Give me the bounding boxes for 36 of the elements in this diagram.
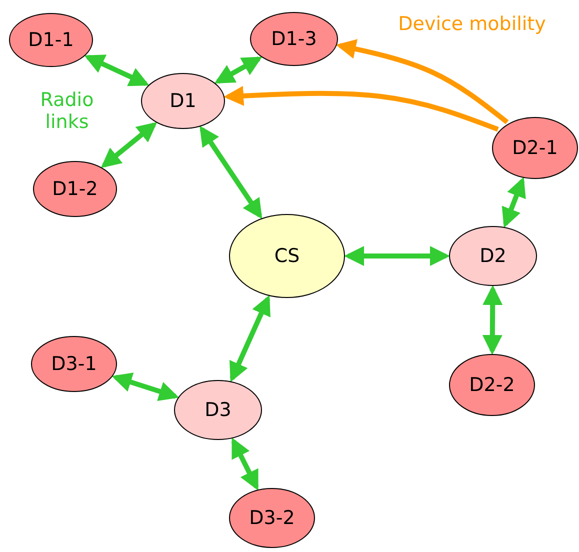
ellipse-node <box>33 161 117 217</box>
arrow <box>231 438 259 491</box>
node-label: CS <box>274 245 300 267</box>
ellipse-node <box>9 13 93 67</box>
node-label: D3-1 <box>51 353 97 375</box>
node-label: D1 <box>170 90 196 112</box>
ellipse-node <box>141 73 225 129</box>
arrow <box>230 295 270 382</box>
arrow <box>344 246 450 266</box>
arrow <box>336 39 509 124</box>
annotation-label: Radio links <box>39 90 95 134</box>
arrow <box>84 54 150 86</box>
node-label: D1-1 <box>28 29 74 51</box>
ellipse-node <box>449 354 535 416</box>
arrow <box>224 86 499 132</box>
node-label: D1-3 <box>271 28 317 50</box>
arrow <box>502 176 526 228</box>
node-label: D2-2 <box>469 374 515 396</box>
ellipse-node <box>229 488 315 548</box>
node-label: D1-2 <box>52 178 98 200</box>
arrow <box>100 122 158 168</box>
arrow <box>200 126 262 220</box>
node-label: D2 <box>480 245 506 267</box>
ellipse-node <box>174 380 262 440</box>
arrow <box>214 56 262 84</box>
ellipse-node <box>31 336 117 392</box>
arrow <box>482 285 503 355</box>
node-label: D2-1 <box>512 137 558 159</box>
ellipse-node <box>449 226 537 286</box>
arrow <box>112 372 180 402</box>
ellipse-node <box>229 214 345 298</box>
node-label: D3-2 <box>249 507 295 529</box>
ellipse-node <box>492 117 578 179</box>
annotation-label: Device mobility <box>397 14 547 36</box>
node-label: D3 <box>204 399 232 421</box>
ellipse-node <box>250 12 338 66</box>
